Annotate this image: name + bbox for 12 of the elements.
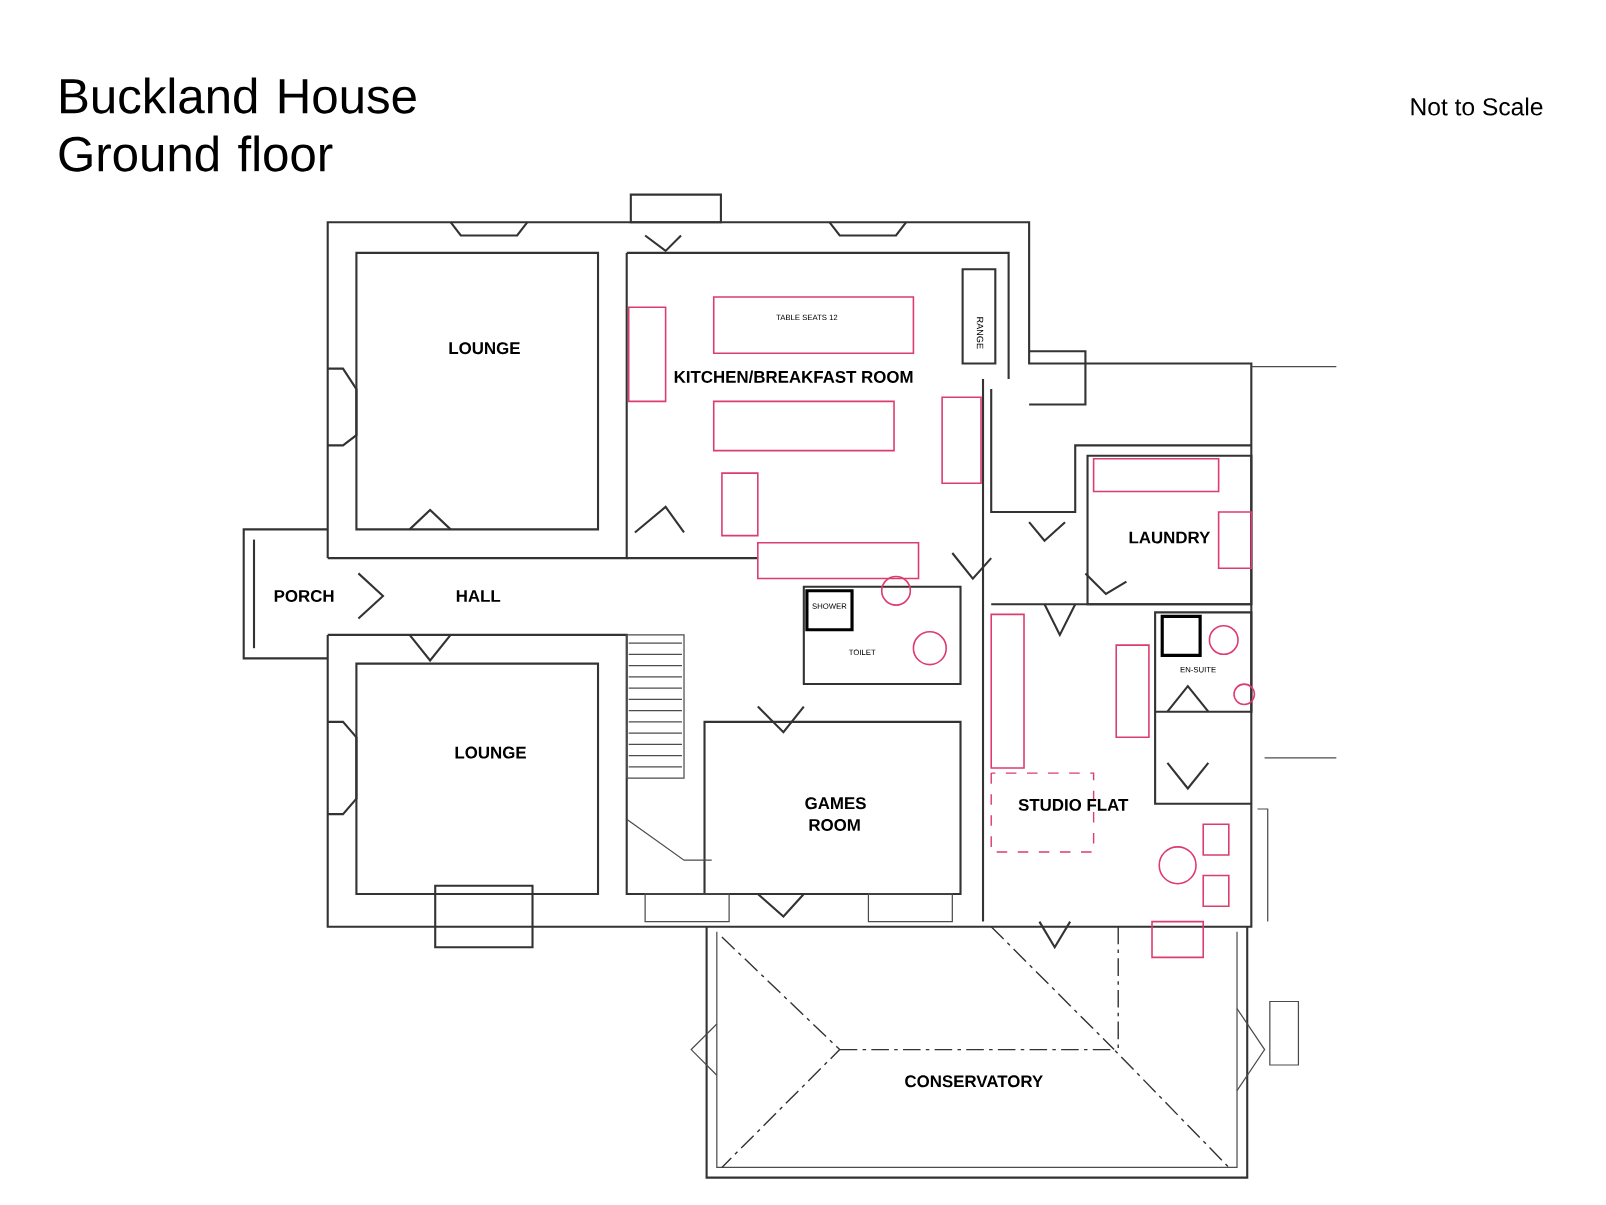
scale-note: Not to Scale — [1411, 97, 1543, 116]
room-label: CONSERVATORY — [905, 1075, 1043, 1088]
room-label: LOUNGE — [449, 342, 520, 355]
room-label: PORCH — [274, 590, 334, 602]
room-label: HALL — [456, 590, 501, 602]
room-label: STUDIO FLAT — [1018, 798, 1129, 811]
room-label: GAMES ROOM — [805, 797, 866, 831]
room-label: KITCHEN/BREAKFAST ROOM — [674, 370, 913, 384]
room-label: LAUNDRY — [1129, 531, 1211, 544]
room-label: LOUNGE — [455, 746, 526, 759]
fixture-label: RANGE — [976, 317, 984, 349]
title: Buckland House Ground floor — [59, 77, 416, 172]
